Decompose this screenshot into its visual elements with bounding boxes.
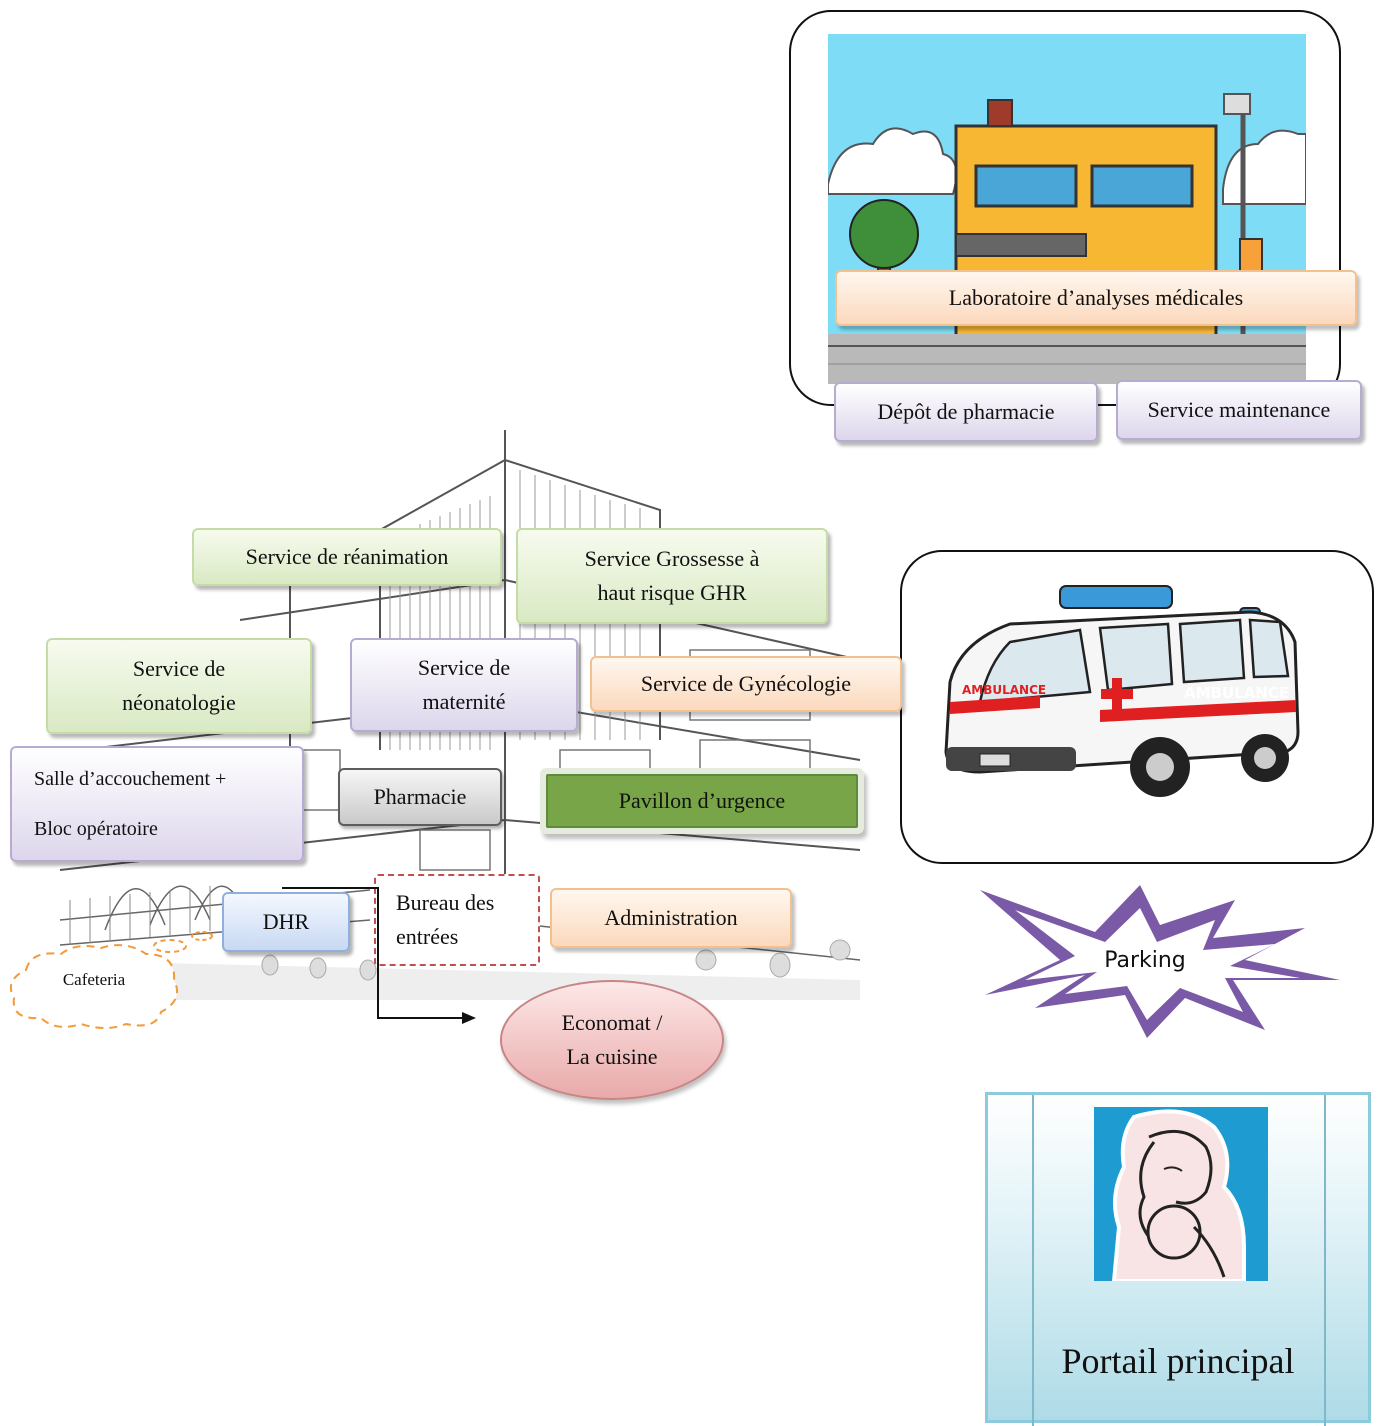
laboratoire-label: Laboratoire d’analyses médicales (948, 284, 1244, 310)
reanimation-label: Service de réanimation (245, 543, 449, 569)
service-maintenance-box: Service maintenance (1116, 380, 1362, 440)
salle-label-line2: Bloc opératoire (34, 818, 158, 840)
neonatologie-label-line2: néonatologie (122, 690, 236, 715)
laboratoire-box: Laboratoire d’analyses médicales (835, 270, 1357, 326)
starburst-shape (980, 885, 1340, 1038)
neonatologie-box: Service de néonatologie (46, 638, 312, 734)
maternite-box: Service de maternité (350, 638, 578, 732)
depot-pharmacie-label: Dépôt de pharmacie (877, 398, 1055, 424)
ambulance-text-front: AMBULANCE (962, 683, 1046, 697)
urgence-label: Pavillon d’urgence (618, 787, 786, 813)
parking-label: Parking (1104, 948, 1186, 973)
salle-accouchement-box: Salle d’accouchement + Bloc opératoire (10, 746, 304, 862)
service-maintenance-label: Service maintenance (1147, 396, 1331, 422)
mother-and-child-icon (1094, 1107, 1268, 1281)
administration-label: Administration (604, 904, 738, 930)
laboratory-building-illustration (828, 34, 1306, 384)
neonatologie-label-line1: Service de (132, 655, 226, 681)
pharmacie-label: Pharmacie (373, 783, 467, 809)
dhr-label: DHR (262, 908, 310, 934)
grossesse-box: Service Grossesse à haut risque GHR (516, 528, 828, 624)
pharmacie-box: Pharmacie (338, 768, 502, 826)
maternite-label-line1: Service de (417, 654, 511, 680)
cafeteria-label: Cafeteria (62, 970, 126, 989)
gynecologie-label: Service de Gynécologie (640, 670, 852, 696)
bureau-label-line1: Bureau des (396, 889, 495, 915)
depot-pharmacie-box: Dépôt de pharmacie (834, 382, 1098, 442)
portail-principal: Portail principal (985, 1092, 1371, 1426)
ambulance-illustration: AMBULANCE AMBULANCE (944, 585, 1300, 797)
cafeteria-cloud-shape (10, 944, 178, 1029)
bureau-entrees-box: Bureau des entrées (374, 874, 540, 966)
reanimation-box: Service de réanimation (192, 528, 502, 586)
administration-box: Administration (550, 888, 792, 948)
salle-label-line1: Salle d’accouchement + (34, 768, 227, 790)
ambulance-text-side: AMBULANCE (1184, 684, 1289, 702)
gynecologie-box: Service de Gynécologie (590, 656, 902, 712)
dhr-box: DHR (222, 892, 350, 952)
economat-label-line1: Economat / (561, 1009, 663, 1035)
urgence-box: Pavillon d’urgence (546, 774, 858, 828)
economat-label-line2: La cuisine (566, 1044, 658, 1069)
grossesse-label-line1: Service Grossesse à (584, 545, 760, 571)
bureau-label-line2: entrées (396, 924, 459, 949)
economat-ellipse: Economat / La cuisine (500, 980, 724, 1100)
portail-label: Portail principal (1061, 1341, 1295, 1381)
cafeteria-link-shape (153, 931, 213, 953)
connector-arrow (282, 887, 476, 1024)
grossesse-label-line2: haut risque GHR (597, 580, 747, 605)
maternite-label-line2: maternité (422, 689, 506, 714)
